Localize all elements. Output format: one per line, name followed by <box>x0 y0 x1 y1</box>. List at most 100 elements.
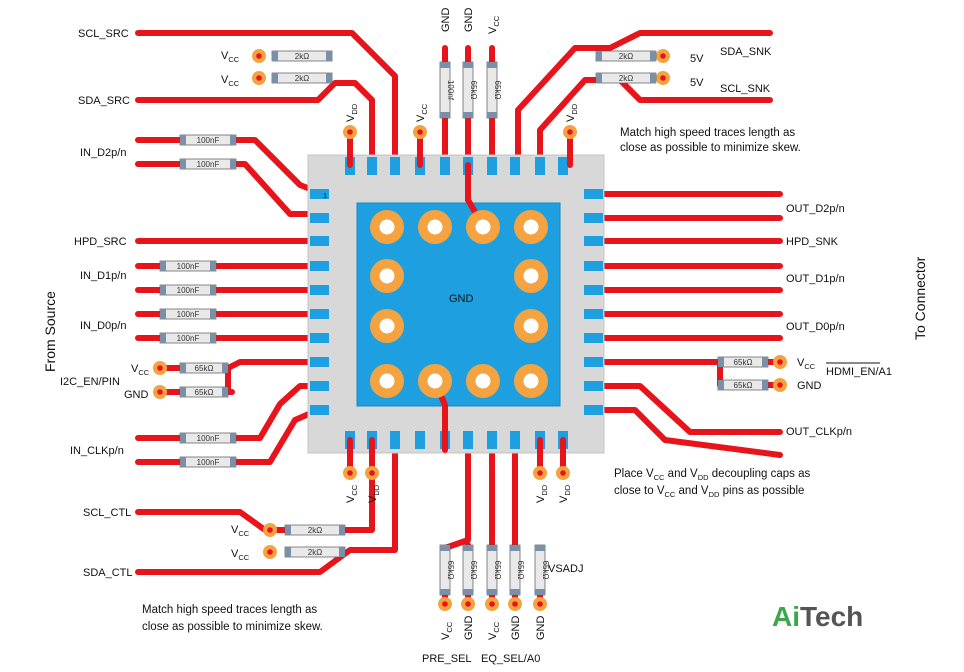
pin-right-9 <box>584 381 603 391</box>
svg-text:100nf: 100nf <box>446 80 455 101</box>
resistor-top-65k-2: 65kΩ <box>486 61 502 119</box>
cap-in-d1-p: 100nF <box>159 260 217 272</box>
cap-in-d1-n: 100nF <box>159 284 217 296</box>
resistor-pre-sel-vcc: 65kΩ <box>439 544 455 596</box>
pin-top-10 <box>558 157 568 175</box>
vdd-label-bottom-3: VDD <box>535 484 549 503</box>
label-out-clk: OUT_CLKp/n <box>786 426 852 438</box>
pin-top-2 <box>367 157 377 175</box>
svg-text:65kΩ: 65kΩ <box>493 81 502 100</box>
cap-in-d0-n: 100nF <box>159 332 217 344</box>
resistor-i2c-en-gnd: 65kΩ <box>179 386 229 398</box>
cap-in-clk-n: 100nF <box>179 456 237 468</box>
svg-text:100nF: 100nF <box>177 334 200 343</box>
side-label-from-source: From Source <box>42 291 58 372</box>
label-bot-gnd-1: GND <box>463 616 475 641</box>
pin-top-7 <box>487 157 497 175</box>
vdd-label-top-1: VDD <box>345 103 359 122</box>
pin-bottom-6 <box>463 431 473 449</box>
label-eq-sel: EQ_SEL/A0 <box>481 653 540 665</box>
label-i2c-en: I2C_EN/PIN <box>60 376 120 388</box>
label-hpd-snk: HPD_SNK <box>786 236 839 248</box>
aitech-logo: AiTech <box>772 601 863 632</box>
end-pad-core-13 <box>369 470 375 476</box>
pin-bottom-8 <box>510 431 520 449</box>
cap-in-d2-n: 100nF <box>179 158 237 170</box>
note-skew-bottom-2: close as possible to minimize skew. <box>142 621 323 633</box>
pin-left-3 <box>310 236 329 246</box>
svg-text:100nF: 100nF <box>197 160 220 169</box>
end-pad-core-22 <box>537 601 543 607</box>
resistor-scl-snk: 2kΩ <box>595 72 657 84</box>
resistor-hdmi-en-gnd: 65kΩ <box>717 379 769 391</box>
svg-text:2kΩ: 2kΩ <box>619 74 633 83</box>
passive-components: 2kΩ 2kΩ 100nF 100nF 100nF 100nF 100nF 100nF 65kΩ… <box>159 50 769 596</box>
svg-text:100nF: 100nF <box>197 434 220 443</box>
svg-text:100nF: 100nF <box>197 136 220 145</box>
label-vsadj: VSADJ <box>548 563 583 575</box>
label-in-d1: IN_D1p/n <box>80 270 126 282</box>
pin-bottom-3 <box>390 431 400 449</box>
via-hole-3 <box>475 219 491 235</box>
via-hole-11 <box>475 373 491 389</box>
vcc-label-hdmi-en: VCC <box>797 357 816 371</box>
end-pad-core-20 <box>489 601 495 607</box>
svg-text:100nF: 100nF <box>177 310 200 319</box>
label-out-d2: OUT_D2p/n <box>786 203 845 215</box>
svg-text:65kΩ: 65kΩ <box>469 81 478 100</box>
svg-text:2kΩ: 2kΩ <box>295 52 309 61</box>
label-sda-src: SDA_SRC <box>78 95 130 107</box>
vcc-label-top-2: VCC <box>415 103 429 122</box>
pin-bottom-4 <box>415 431 425 449</box>
pad-gnd-label: GND <box>449 293 474 305</box>
note-skew-top-1: Match high speed traces length as <box>620 127 795 139</box>
resistor-scl-ctl: 2kΩ <box>284 524 346 536</box>
pin-left-9 <box>310 381 329 391</box>
pin-right-7 <box>584 333 603 343</box>
end-pad-core-12 <box>347 470 353 476</box>
cap-top-vcc: 100nf <box>439 61 455 119</box>
svg-text:2kΩ: 2kΩ <box>308 548 322 557</box>
via-hole-10 <box>427 373 443 389</box>
pin-left-7 <box>310 333 329 343</box>
end-pad-core-21 <box>512 601 518 607</box>
end-pad-core-18 <box>442 601 448 607</box>
vcc-label-bottom-1: VCC <box>345 484 359 503</box>
svg-text:65kΩ: 65kΩ <box>734 358 753 367</box>
end-pad-core-3 <box>157 365 163 371</box>
svg-text:65kΩ: 65kΩ <box>734 381 753 390</box>
end-pad-core-5 <box>347 129 353 135</box>
svg-text:65kΩ: 65kΩ <box>541 561 550 580</box>
svg-text:65kΩ: 65kΩ <box>516 561 525 580</box>
pin-left-10 <box>310 405 329 415</box>
svg-text:65kΩ: 65kΩ <box>446 561 455 580</box>
end-pad-core-6 <box>417 129 423 135</box>
end-pad-core-8 <box>660 53 666 59</box>
note-skew-bottom-1: Match high speed traces length as <box>142 604 317 616</box>
end-pad-core-11 <box>777 382 783 388</box>
pin-top-3 <box>390 157 400 175</box>
pin-right-8 <box>584 357 603 367</box>
end-pad-core-1 <box>256 53 262 59</box>
power-labels: VCCVCCVCCVCCVCCVCCVCCVDDVCCVDDVCCVDDVDDV… <box>131 15 816 640</box>
svg-text:100nF: 100nF <box>177 262 200 271</box>
via-hole-7 <box>379 318 395 334</box>
resistor-sda-ctl: 2kΩ <box>284 546 346 558</box>
end-pad-core-7 <box>567 129 573 135</box>
pin-left-6 <box>310 309 329 319</box>
pin-left-8 <box>310 357 329 367</box>
label-hdmi-en: HDMI_EN/A1 <box>826 366 892 378</box>
end-pad-core-19 <box>465 601 471 607</box>
label-in-d2: IN_D2p/n <box>80 147 126 159</box>
via-hole-2 <box>427 219 443 235</box>
vcc-label-scl-ctl: VCC <box>231 524 250 538</box>
logo-ai: Ai <box>772 601 800 632</box>
resistor-vsadj: 65kΩ <box>534 544 550 596</box>
note-decap-2: close to VCC and VDD pins as possible <box>614 485 804 499</box>
resistor-eq-sel-gnd: 65kΩ <box>509 544 525 596</box>
vcc-label-top-left-1: VCC <box>221 50 240 64</box>
pin-top-8 <box>510 157 520 175</box>
pin-right-2 <box>584 213 603 223</box>
svg-text:100nF: 100nF <box>177 286 200 295</box>
pin-right-1 <box>584 189 603 199</box>
